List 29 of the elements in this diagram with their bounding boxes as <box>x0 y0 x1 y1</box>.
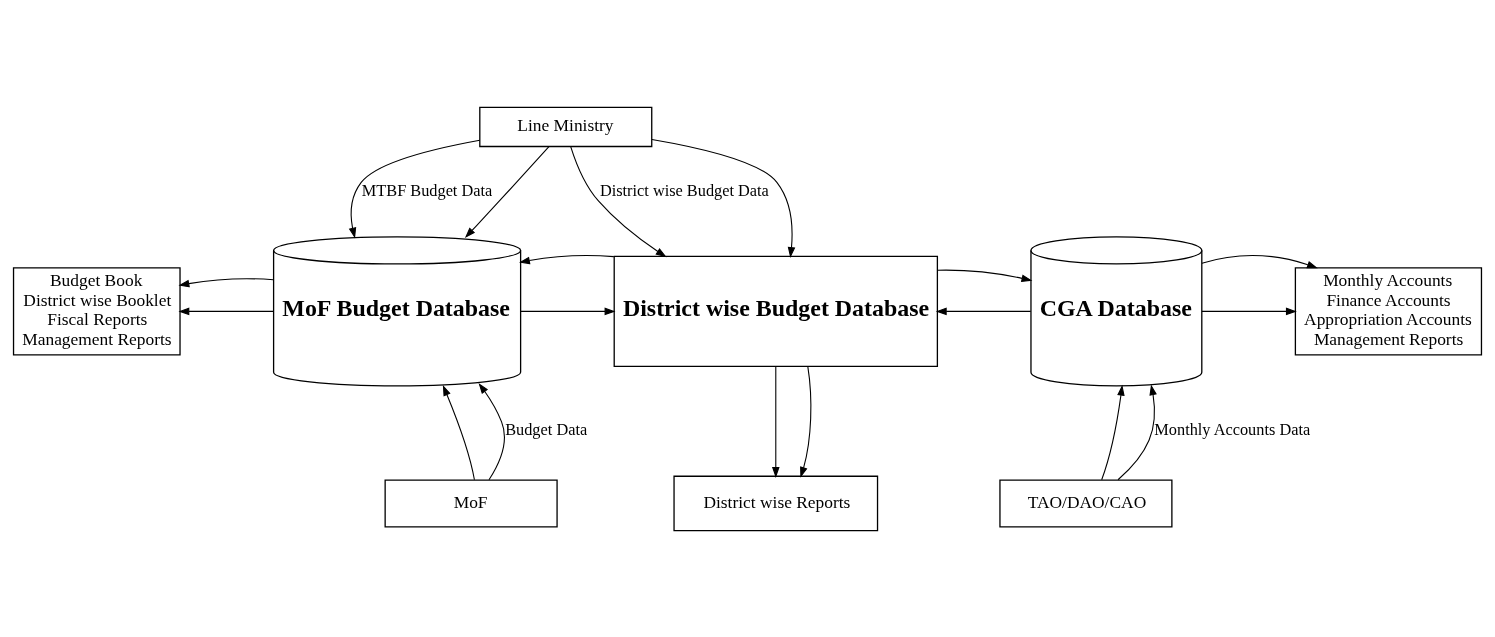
node-box: District wise Budget Database <box>613 255 939 367</box>
node-box: Monthly Accounts Finance Accounts Appropriation Accounts Management Reports <box>1294 266 1483 356</box>
arrow <box>1201 254 1318 268</box>
arrow <box>936 269 1033 282</box>
arrow <box>1101 384 1125 480</box>
arrow <box>570 145 667 257</box>
node-box: Line Ministry <box>479 106 653 147</box>
arrow <box>1201 307 1297 315</box>
arrow <box>520 307 616 315</box>
arrow <box>519 254 615 264</box>
node-box: District wise Reports <box>673 475 879 531</box>
node-box: Budget Book District wise Booklet Fiscal Reports Management Reports <box>12 266 181 356</box>
arrow <box>651 138 796 258</box>
arrow <box>478 382 505 480</box>
arrow <box>1117 383 1157 480</box>
edge-label: District wise Budget Data <box>599 179 769 199</box>
node-box: TAO/DAO/CAO <box>999 478 1173 527</box>
arrow <box>800 365 812 478</box>
edge-label: MTBF Budget Data <box>361 179 493 199</box>
arrow <box>772 365 780 478</box>
arrow <box>178 277 274 287</box>
arrow <box>935 307 1032 315</box>
node-box: MoF <box>384 478 558 527</box>
arrow <box>442 384 475 480</box>
arrow <box>178 307 274 315</box>
arrow <box>464 145 550 238</box>
edge-label: Monthly Accounts Data <box>1154 419 1311 439</box>
edge-label: Budget Data <box>505 419 588 439</box>
arrow <box>348 139 481 238</box>
